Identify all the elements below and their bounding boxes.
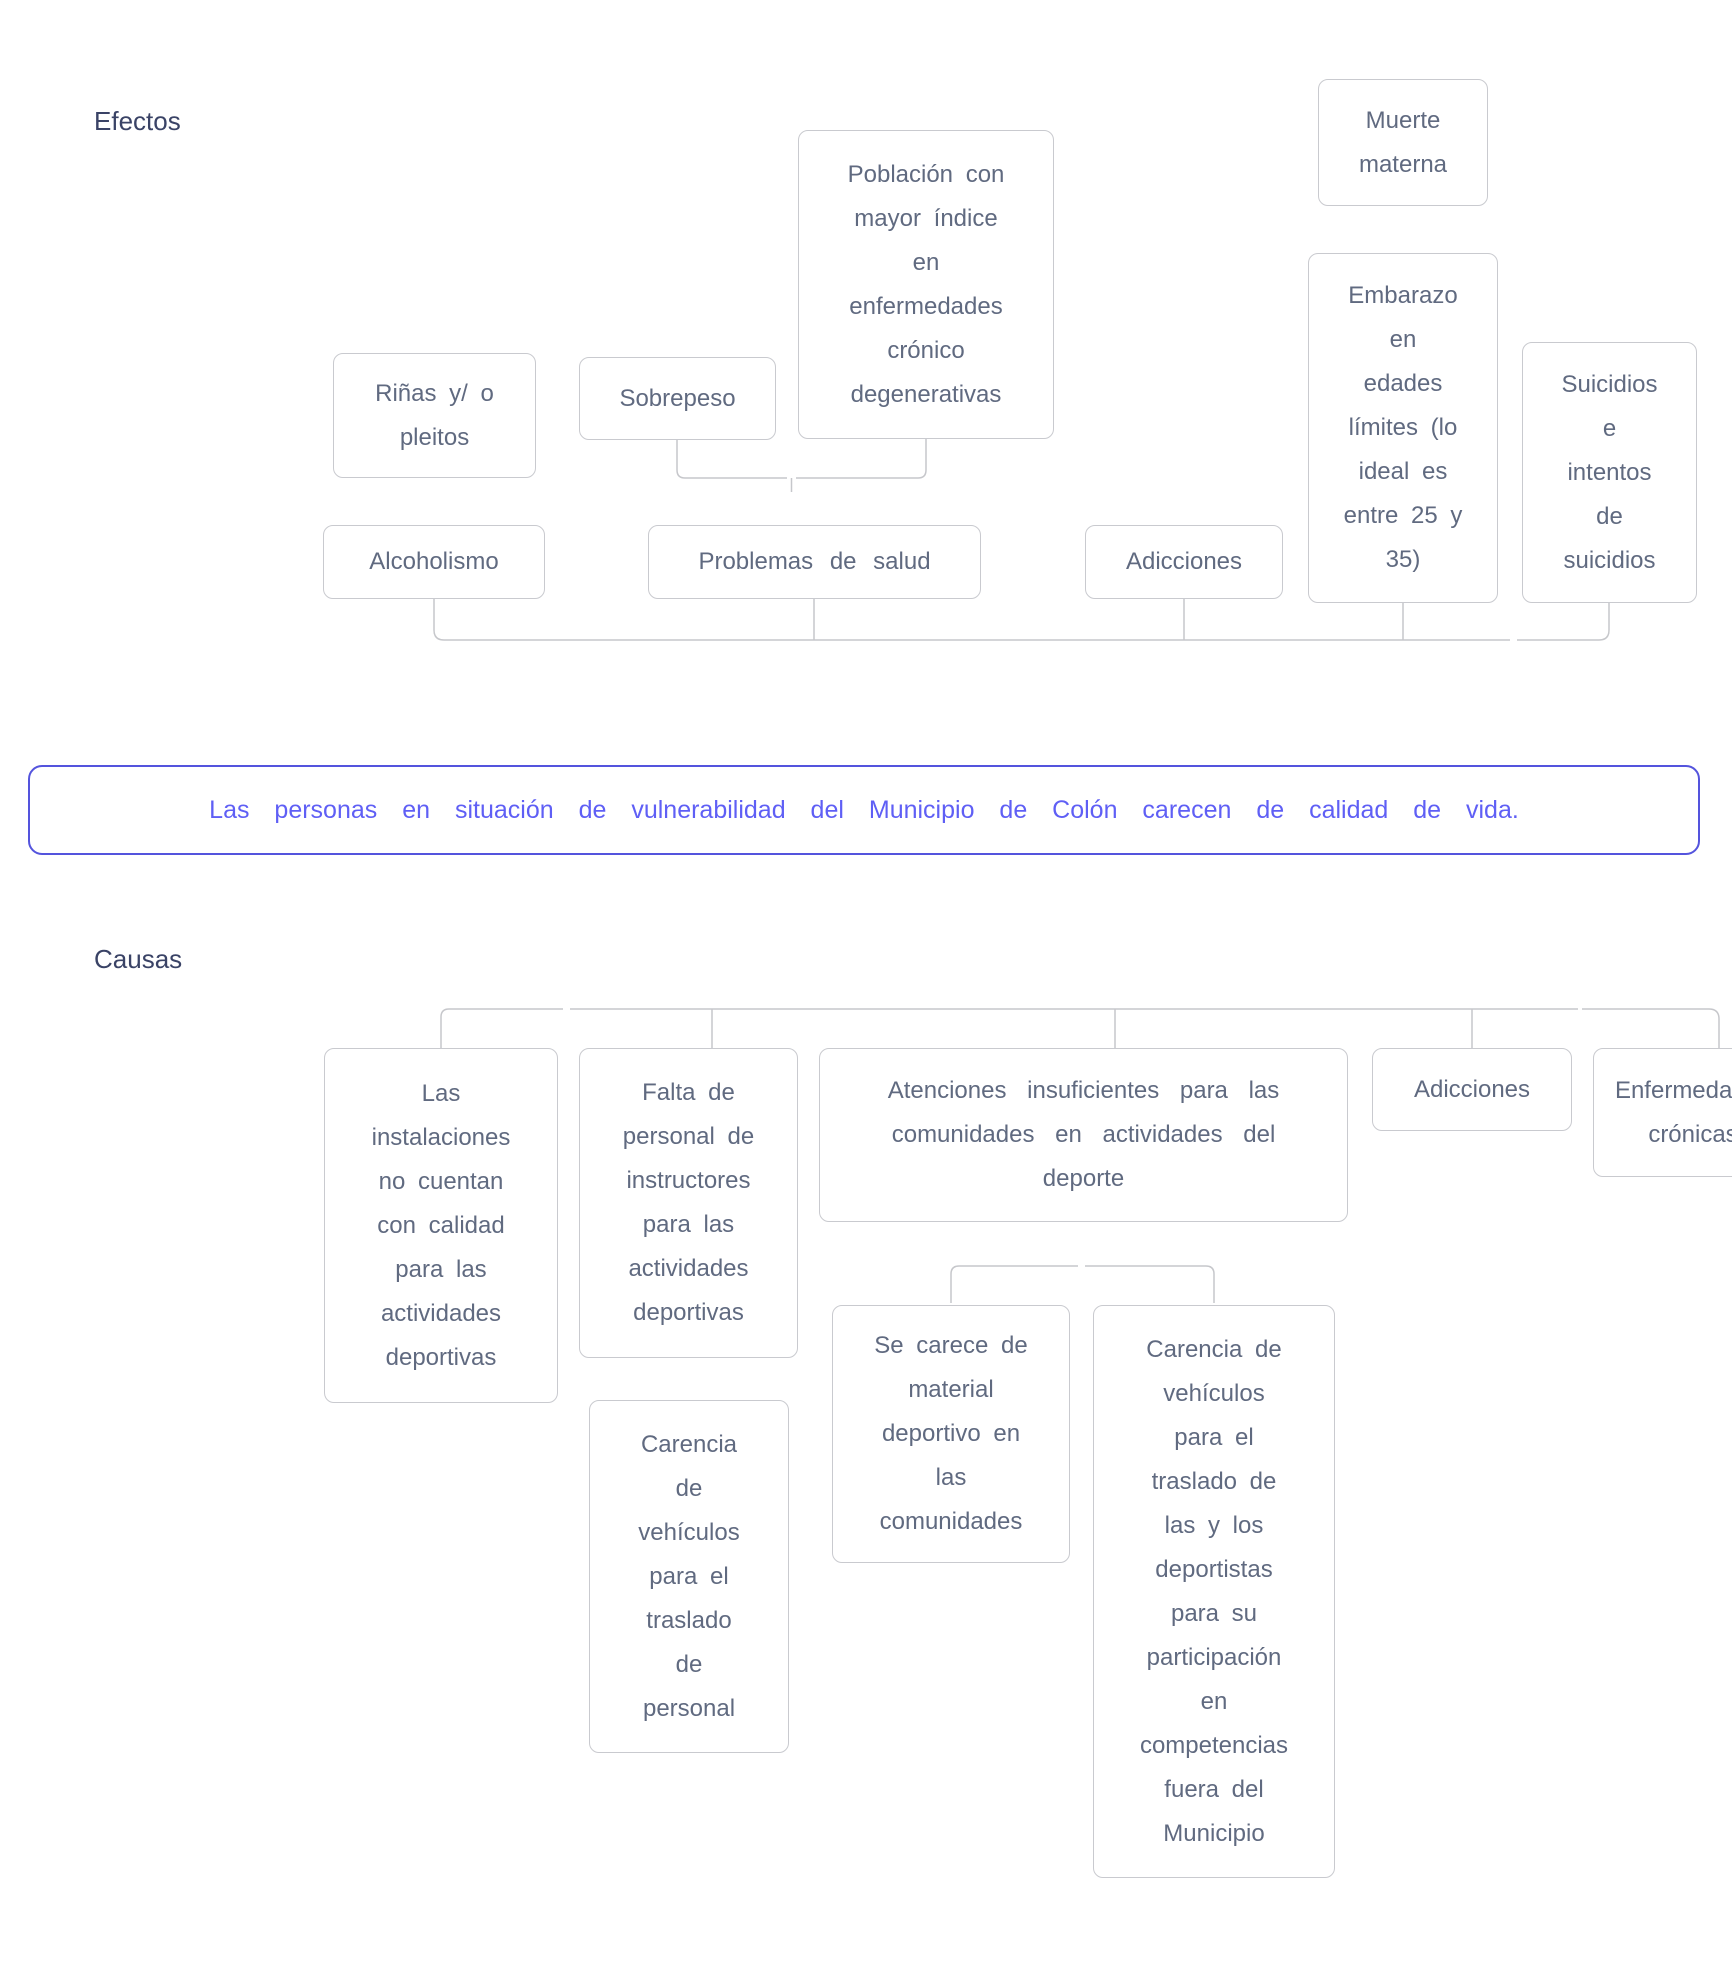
edge-secarece-bracket [950, 1265, 1078, 1303]
effect-node-problemas-salud: Problemas de salud [648, 525, 981, 599]
cause-node-atenciones: Atenciones insuficientes para las comuni… [819, 1048, 1348, 1222]
effect-node-muerte-materna-label: Muerte materna [1358, 106, 1448, 178]
cause-node-falta-personal-label: Falta de personal de instructores para l… [622, 1079, 755, 1326]
central-problem-node: Las personas en situación de vulnerabili… [28, 765, 1700, 855]
edge-suicidios-bus [1517, 603, 1610, 641]
effect-node-poblacion: Población con mayor índice en enfermedad… [798, 130, 1054, 439]
edge-alcoholismo-bus [433, 599, 1510, 641]
effect-node-poblacion-label: Población con mayor índice en enfermedad… [847, 160, 1005, 408]
effects-section-label: Efectos [94, 106, 181, 136]
causes-section-label: Causas [94, 944, 183, 974]
effect-node-rinas: Riñas y/ o pleitos [333, 353, 536, 478]
effect-node-suicidios-label: Suicidios e intentos de suicidios [1561, 370, 1658, 574]
cause-node-carencia-vehiculos-deportistas-label: Carencia de vehículos para el traslado d… [1139, 1335, 1289, 1847]
cause-node-carencia-vehiculos-personal-label: Carencia de vehículos para el traslado d… [638, 1430, 740, 1722]
effect-node-problemas-salud-label: Problemas de salud [698, 548, 931, 575]
cause-node-instalaciones-label: Las instalaciones no cuentan con calidad… [371, 1079, 511, 1371]
effect-node-suicidios: Suicidios e intentos de suicidios [1522, 342, 1697, 603]
effect-node-adicciones-label: Adicciones [1125, 548, 1243, 575]
edge-deportistas-bracket [1085, 1265, 1215, 1303]
effect-node-alcoholismo-label: Alcoholismo [369, 548, 499, 575]
effect-node-sobrepeso-label: Sobrepeso [619, 384, 736, 412]
effect-node-embarazo: Embarazo en edades límites (lo ideal es … [1308, 253, 1498, 603]
cause-node-atenciones-label: Atenciones insuficientes para las comuni… [887, 1077, 1280, 1192]
cause-node-enfermedades-cronicas-label: Enfermedades crónicas [1614, 1076, 1732, 1148]
cause-node-carencia-material-label: Se carece de material deportivo en las c… [874, 1332, 1028, 1535]
cause-node-carencia-vehiculos-personal: Carencia de vehículos para el traslado d… [589, 1400, 789, 1753]
cause-node-adicciones-label: Adicciones [1413, 1075, 1531, 1103]
cause-node-falta-personal: Falta de personal de instructores para l… [579, 1048, 798, 1358]
cause-node-carencia-material: Se carece de material deportivo en las c… [832, 1305, 1070, 1563]
effect-node-adicciones: Adicciones [1085, 525, 1283, 599]
edge-instalaciones-bus [440, 1008, 563, 1048]
central-problem-label: Las personas en situación de vulnerabili… [209, 796, 1519, 824]
cause-node-carencia-vehiculos-deportistas: Carencia de vehículos para el traslado d… [1093, 1305, 1335, 1878]
effect-node-embarazo-label: Embarazo en edades límites (lo ideal es … [1343, 282, 1463, 573]
edge-poblacion-problemas [796, 439, 927, 479]
edge-sobrepeso-problemas [676, 440, 787, 479]
cause-node-adicciones: Adicciones [1372, 1048, 1572, 1131]
effect-node-rinas-label: Riñas y/ o pleitos [375, 379, 494, 451]
effect-node-sobrepeso: Sobrepeso [579, 357, 776, 440]
edge-enfermedades-bus [1582, 1008, 1720, 1048]
cause-node-enfermedades-cronicas: Enfermedades crónicas [1593, 1048, 1732, 1177]
effect-node-alcoholismo: Alcoholismo [323, 525, 545, 599]
cause-node-instalaciones: Las instalaciones no cuentan con calidad… [324, 1048, 558, 1403]
effect-node-muerte-materna: Muerte materna [1318, 79, 1488, 206]
